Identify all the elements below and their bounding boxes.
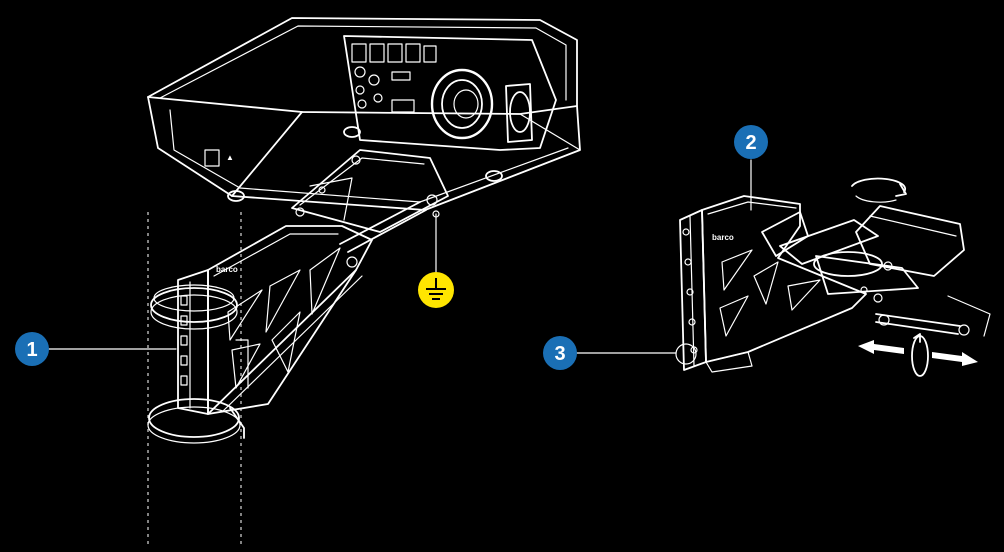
callout-3-number: 3	[554, 343, 565, 365]
ground-symbol-icon	[418, 272, 454, 308]
pole-clamp-top	[150, 284, 238, 330]
callout-3-target	[675, 343, 697, 365]
projector: ▲	[147, 17, 581, 211]
bracket-detail-assembly: barco	[543, 125, 991, 377]
bracket-logo: barco	[216, 265, 238, 274]
pole-mount-assembly: ▲	[15, 17, 581, 548]
bracket-detail-logo: barco	[712, 233, 734, 242]
pole-clamp-bottom	[147, 398, 241, 444]
callout-1-number: 1	[26, 339, 37, 361]
rotate-arrow-icon	[851, 177, 907, 203]
callout-2-badge: 2	[734, 125, 768, 159]
callout-3-badge: 3	[543, 336, 577, 370]
projector-logo: ▲	[226, 153, 234, 162]
callout-2-number: 2	[745, 132, 756, 154]
pole-bracket-arm: barco	[177, 225, 373, 439]
double-arrow-icon	[858, 333, 978, 377]
projector-mount-plate	[291, 149, 449, 268]
callout-1-badge: 1	[15, 332, 49, 366]
